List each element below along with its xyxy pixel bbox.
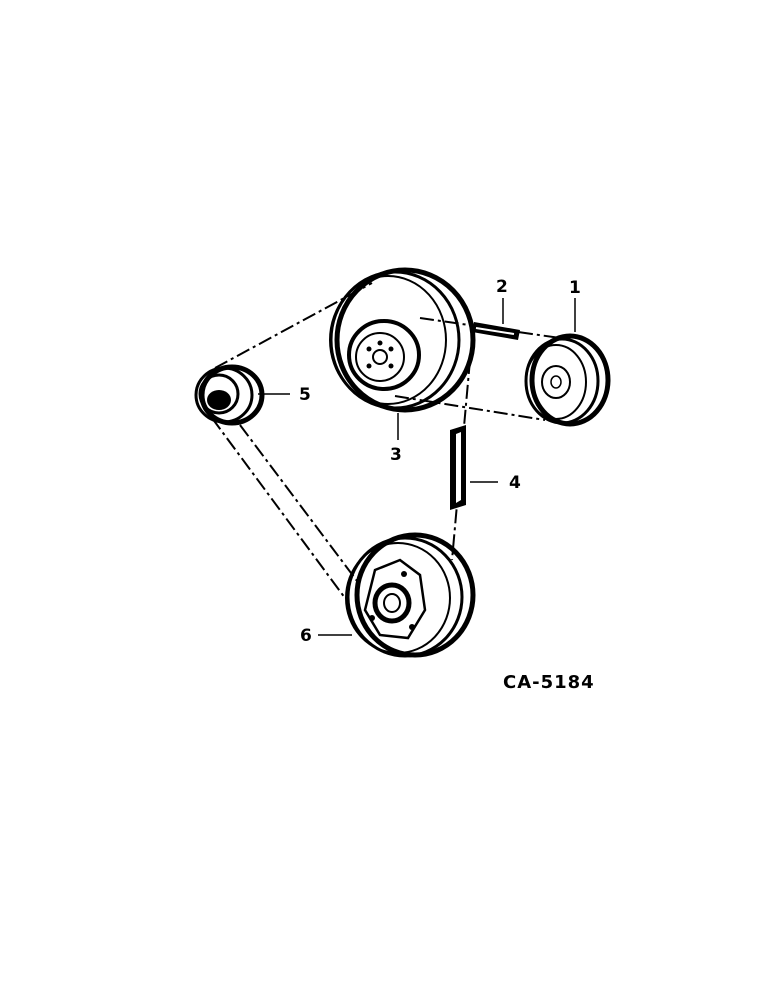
pulley-6 — [345, 532, 476, 658]
belt-left-inner — [239, 424, 361, 586]
callout-4: 4 — [509, 473, 521, 493]
pulley-1 — [524, 333, 611, 427]
key-4 — [450, 425, 466, 510]
drawing-code: CA-5184 — [503, 672, 595, 693]
callout-2: 2 — [496, 277, 508, 297]
belt-upper — [214, 282, 373, 369]
leader-lines — [258, 298, 576, 636]
callout-6: 6 — [300, 626, 312, 646]
pulley-3 — [329, 267, 476, 413]
callout-3: 3 — [390, 445, 402, 465]
pulley-5 — [194, 364, 265, 426]
key-2 — [472, 322, 520, 340]
callout-1: 1 — [569, 278, 581, 298]
callout-5: 5 — [299, 385, 311, 405]
belt-to-pulley-1-bottom — [394, 395, 546, 421]
belt-left-lower — [211, 417, 346, 599]
